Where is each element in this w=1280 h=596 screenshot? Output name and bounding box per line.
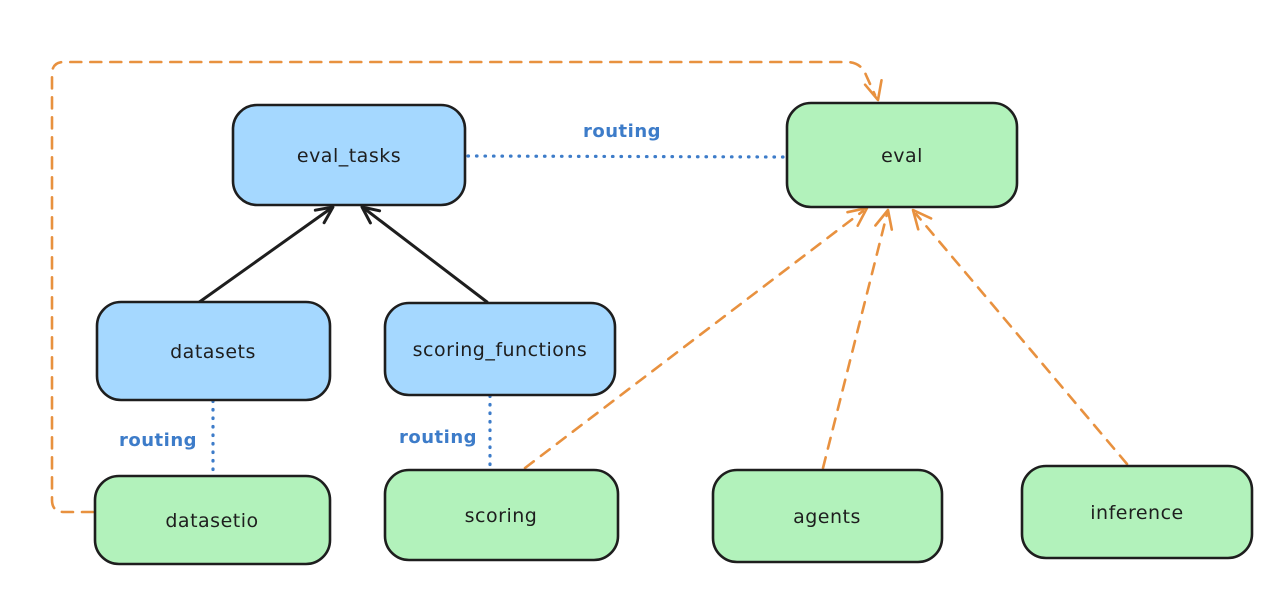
edge-label-routing-top: routing	[583, 121, 661, 142]
edge-datasets-to-eval-tasks	[196, 205, 335, 305]
node-datasetio-box	[93, 474, 332, 566]
node-scoring-functions: scoring_functions	[383, 301, 617, 397]
node-inference: inference	[1020, 464, 1254, 560]
edge-scoring-functions-to-eval-tasks-arrowhead	[360, 205, 382, 225]
node-scoring-functions-label: scoring_functions	[413, 339, 588, 361]
node-eval-box	[785, 101, 1019, 209]
node-datasets: datasets	[95, 300, 332, 402]
node-eval-tasks: eval_tasks	[231, 103, 467, 207]
edge-inference-to-eval-arrowhead	[911, 208, 933, 231]
edge-inference-to-eval	[911, 208, 1129, 466]
edge-agents-to-eval-arrowhead	[874, 208, 894, 231]
node-datasets-box	[95, 300, 332, 402]
node-scoring: scoring	[383, 468, 620, 562]
edge-datasetio-to-eval-path	[50, 60, 877, 514]
node-agents-box	[711, 468, 944, 564]
node-agents-label: agents	[793, 506, 861, 528]
node-datasets-label: datasets	[170, 341, 256, 363]
node-inference-label: inference	[1090, 502, 1183, 524]
node-inference-box	[1020, 464, 1254, 560]
edge-datasetio-to-eval	[50, 60, 883, 514]
edge-datasets-to-eval-tasks-arrowhead	[313, 205, 335, 225]
edge-eval-tasks-to-eval-path	[466, 154, 787, 159]
edge-scoring-to-eval-path	[523, 209, 865, 470]
edge-agents-to-eval	[821, 208, 894, 470]
node-eval: eval	[785, 101, 1019, 209]
edge-inference-to-eval-path	[914, 212, 1129, 466]
edge-datasetio-to-eval-arrowhead	[863, 79, 883, 102]
edge-eval-tasks-to-eval: routing	[466, 121, 787, 159]
edge-datasets-to-datasetio: routing	[119, 399, 215, 475]
node-eval-label: eval	[881, 145, 923, 167]
node-eval-tasks-box	[231, 103, 467, 207]
edge-datasets-to-eval-tasks-path	[196, 207, 332, 305]
node-eval-tasks-label: eval_tasks	[297, 145, 401, 167]
edge-label-routing-left: routing	[119, 430, 197, 451]
edge-scoring-functions-to-eval-tasks-path	[363, 207, 489, 304]
edge-scoring-functions-to-eval-tasks	[360, 205, 489, 304]
edge-scoring-functions-to-scoring: routing	[399, 394, 492, 468]
node-agents: agents	[711, 468, 944, 564]
node-scoring-label: scoring	[465, 505, 538, 527]
node-scoring-box	[383, 468, 620, 562]
node-datasetio: datasetio	[93, 474, 332, 566]
edge-agents-to-eval-path	[821, 212, 889, 470]
edge-label-routing-middle: routing	[399, 427, 477, 448]
node-scoring-functions-box	[383, 301, 617, 397]
node-datasetio-label: datasetio	[165, 510, 258, 532]
